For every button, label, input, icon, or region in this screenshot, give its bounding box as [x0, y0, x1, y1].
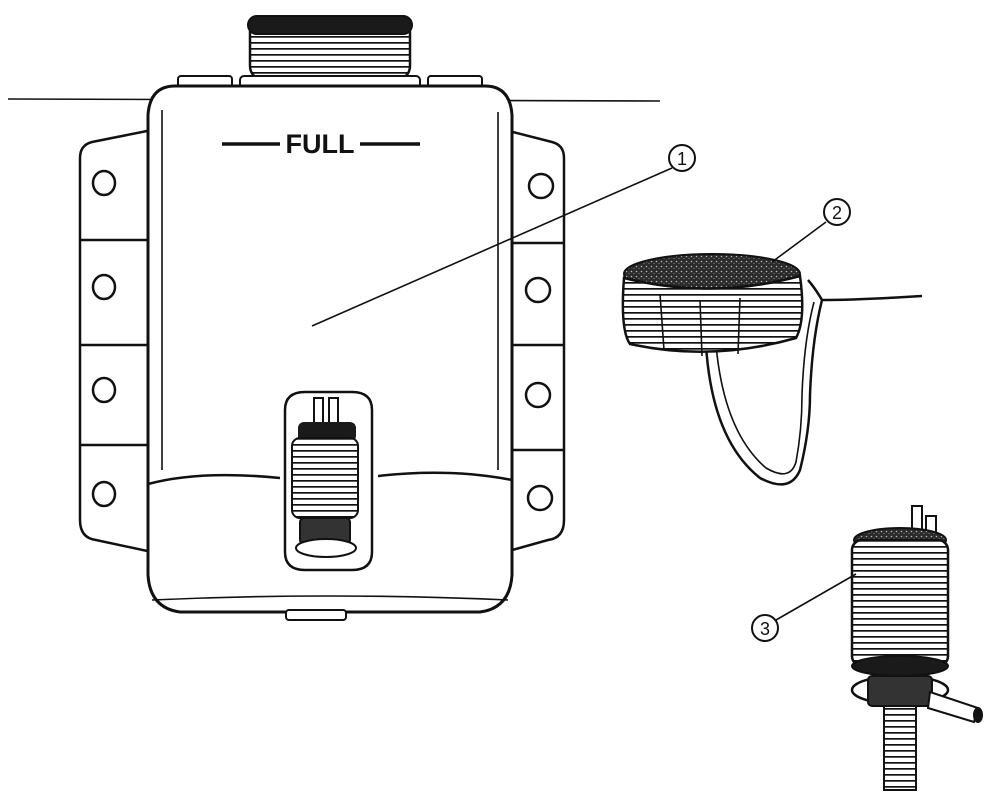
tank-cap: [239, 15, 421, 89]
mount-hole: [91, 480, 117, 508]
left-mounting-flange: [78, 128, 153, 554]
callout-number: 1: [677, 149, 687, 169]
cap-tether: [704, 279, 923, 486]
mount-hole: [527, 172, 555, 200]
callout-3: 3: [751, 573, 857, 642]
callout-2: 2: [771, 198, 851, 263]
callout-number: 2: [832, 203, 842, 223]
mount-hole: [524, 381, 552, 409]
full-level-label: FULL: [286, 129, 355, 159]
mount-hole: [91, 169, 117, 197]
callout-1: 1: [311, 144, 696, 327]
tank-sump-band: [147, 471, 513, 486]
leader-line: [311, 167, 673, 327]
leader-line: [775, 573, 857, 621]
tank-bottom-lug: [285, 609, 347, 621]
mount-hole: [524, 276, 552, 304]
filler-cap: [621, 253, 923, 486]
reservoir: FULL: [78, 15, 566, 621]
callout-number: 3: [760, 619, 770, 639]
mount-hole: [91, 376, 117, 404]
pump-motor: [850, 505, 983, 791]
right-mounting-flange: [504, 128, 566, 554]
installed-pump: [291, 397, 359, 558]
mount-hole: [526, 484, 554, 512]
mount-hole: [91, 273, 117, 301]
tank-body: [146, 84, 514, 614]
leader-line: [771, 221, 827, 263]
